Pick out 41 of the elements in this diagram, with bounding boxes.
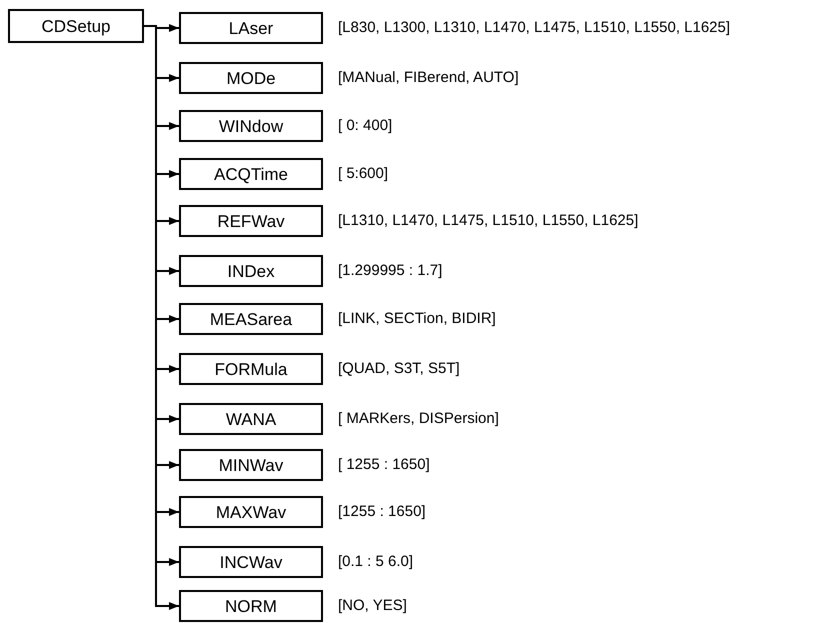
- process-box: [179, 12, 323, 44]
- box-label: INDex: [227, 262, 275, 280]
- process-box: [179, 590, 323, 622]
- value-range: [ 1255 : 1650]: [338, 457, 430, 472]
- process-box: [179, 496, 323, 528]
- box-label: ACQTime: [214, 166, 288, 182]
- box-label: MODe: [226, 70, 276, 86]
- box-label: WINdow: [218, 118, 284, 134]
- value-range: [L830, L1300, L1310, L1470, L1475, L1510, L1550, L1625]: [338, 20, 730, 35]
- value-range: [1.299995 : 1.7]: [338, 263, 442, 278]
- box-label: MINWav: [218, 456, 284, 474]
- value-range: [ MARKers, DISPersion]: [338, 411, 499, 426]
- process-box: [179, 62, 323, 94]
- value-range: [ 5:600]: [338, 166, 388, 181]
- box-label: WANA: [226, 410, 276, 428]
- value-range: [0.1 : 5 6.0]: [338, 554, 414, 569]
- value-range: [QUAD, S3T, S5T]: [338, 361, 460, 376]
- value-range: [LINK, SECTion, BIDIR]: [338, 311, 496, 326]
- process-box: [179, 205, 323, 237]
- box-label: CDSetup: [42, 18, 110, 34]
- value-range: [1255 : 1650]: [338, 504, 426, 519]
- process-box: [179, 403, 323, 435]
- value-range: [MANual, FIBerend, AUTO]: [338, 70, 519, 85]
- box-label: LAser: [228, 20, 274, 36]
- process-box: [179, 158, 323, 190]
- process-box: [179, 303, 323, 335]
- box-label: NORM: [225, 598, 277, 614]
- process-box: [8, 9, 144, 43]
- process-box: [179, 353, 323, 385]
- box-label: MEASarea: [210, 310, 292, 328]
- value-range: [ 0: 400]: [338, 118, 392, 133]
- box-label: REFWav: [217, 212, 285, 230]
- process-box: [179, 546, 323, 578]
- box-label: INCWav: [220, 554, 282, 570]
- box-label: MAXWav: [216, 504, 286, 520]
- value-range: [NO, YES]: [338, 598, 407, 613]
- box-label: FORMula: [214, 360, 288, 378]
- value-range: [L1310, L1470, L1475, L1510, L1550, L1625]: [338, 213, 638, 228]
- process-box: [179, 110, 323, 142]
- process-box: [179, 449, 323, 481]
- process-box: [179, 255, 323, 287]
